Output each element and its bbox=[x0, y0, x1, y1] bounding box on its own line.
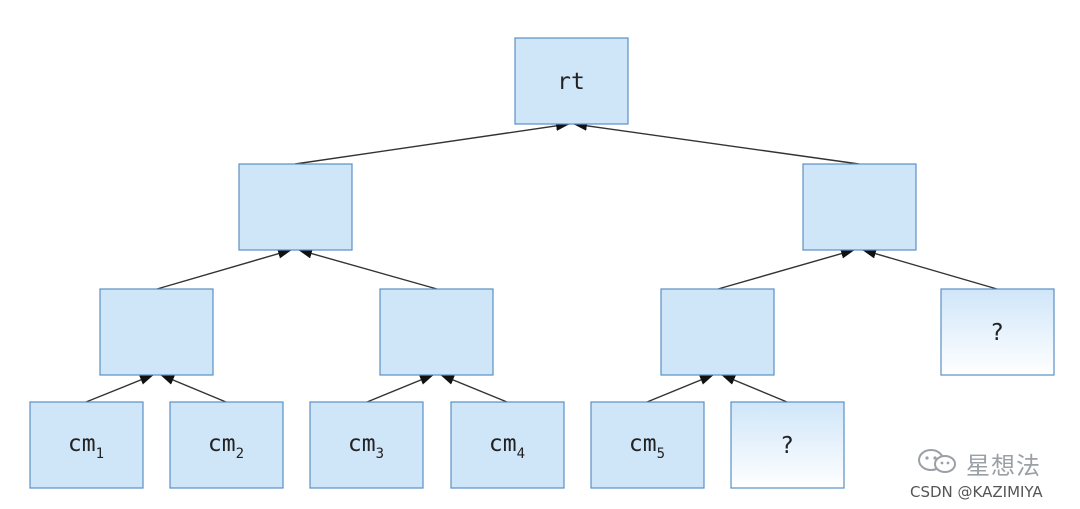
edge-b-root bbox=[573, 120, 860, 165]
root-label: rt bbox=[557, 69, 585, 95]
leaf-5-label: cm bbox=[629, 431, 657, 457]
wechat-icon bbox=[918, 449, 956, 473]
pending-node: ? bbox=[940, 288, 1055, 376]
svg-text:?: ? bbox=[780, 433, 794, 459]
edge-cm4-d bbox=[440, 374, 508, 403]
svg-text:cm2: cm2 bbox=[208, 431, 244, 462]
internal-node-b bbox=[802, 163, 917, 251]
root-node: rt bbox=[514, 37, 629, 125]
leaf-6-label: ? bbox=[780, 433, 794, 459]
watermark-credit: CSDN @KAZIMIYA bbox=[910, 483, 1043, 501]
leaf-2-subscript: 2 bbox=[236, 446, 244, 462]
internal-node-e bbox=[660, 288, 775, 376]
edge-e-b bbox=[717, 248, 855, 290]
leaf-3: cm3 bbox=[309, 401, 424, 489]
watermark-name: 星想法 bbox=[966, 452, 1041, 480]
edge-pending-b bbox=[862, 248, 998, 290]
leaf-5: cm5 bbox=[590, 401, 705, 489]
edge-cm3-d bbox=[366, 374, 434, 403]
svg-text:cm3: cm3 bbox=[348, 431, 384, 462]
leaf-5-subscript: 5 bbox=[657, 446, 665, 462]
leaf-1: cm1 bbox=[29, 401, 144, 489]
edge-a-root bbox=[294, 120, 570, 165]
edges bbox=[85, 120, 998, 403]
pending-node-label: ? bbox=[990, 320, 1004, 346]
leaf-2-label: cm bbox=[208, 431, 236, 457]
edge-d-a bbox=[298, 248, 438, 290]
edge-cm1-c bbox=[85, 374, 154, 403]
svg-text:cm1: cm1 bbox=[68, 431, 104, 462]
leaf-3-label: cm bbox=[348, 431, 376, 457]
leaf-1-subscript: 1 bbox=[96, 446, 104, 462]
svg-text:cm4: cm4 bbox=[489, 431, 525, 462]
leaf-3-subscript: 3 bbox=[376, 446, 384, 462]
leaf-1-label: cm bbox=[68, 431, 96, 457]
svg-text:cm5: cm5 bbox=[629, 431, 665, 462]
leaf-4-subscript: 4 bbox=[517, 446, 525, 462]
internal-node-d bbox=[379, 288, 494, 376]
edge-cm2-c bbox=[160, 374, 227, 403]
edge-cm5-e bbox=[646, 374, 714, 403]
edge-c-a bbox=[156, 248, 292, 290]
leaf-6-pending: ? bbox=[730, 401, 845, 489]
leaf-2: cm2 bbox=[169, 401, 284, 489]
internal-node-a bbox=[238, 163, 353, 251]
leaf-4: cm4 bbox=[450, 401, 565, 489]
edge-leaf6-e bbox=[721, 374, 788, 403]
leaf-4-label: cm bbox=[489, 431, 517, 457]
internal-node-c bbox=[99, 288, 214, 376]
